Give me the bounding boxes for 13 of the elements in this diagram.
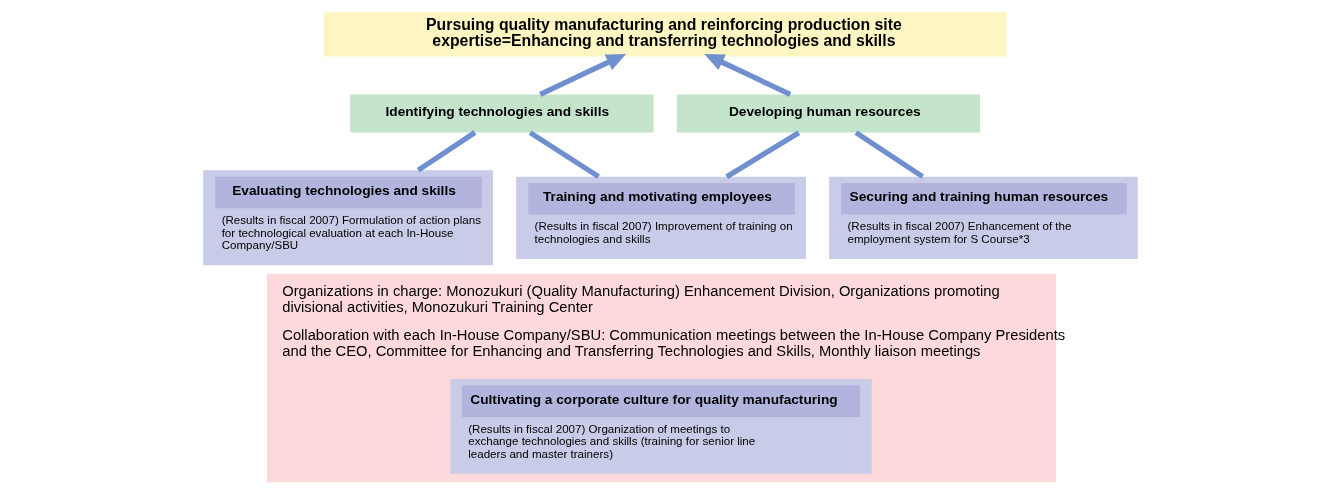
node-box: Developing human resources <box>676 94 980 133</box>
node-box: Training and motivating employees (Results in fiscal 2007) Improvement of training on technologies and skills <box>515 176 806 259</box>
node-box: Securing and training human resources (Results in fiscal 2007) Enhancement of the employment system for S Course*3 <box>828 176 1138 259</box>
node-box: Cultivating a corporate culture for quality manufacturing (Results in fiscal 2007) Organization of meetings to exchange technologies and skills (training for senior line leaders and master trainers) <box>449 379 872 474</box>
connector <box>416 130 476 173</box>
connector <box>724 130 800 179</box>
node-box: Identifying technologies and skills <box>349 94 654 133</box>
node-box: Pursuing quality manufacturing and reinforcing production site expertise=Enhancing and transferring technologies and skills <box>323 12 1007 57</box>
connector <box>528 130 600 179</box>
arrow <box>538 53 626 97</box>
node-box: Evaluating technologies and skills (Results in fiscal 2007) Formulation of action plans for technological evaluation at each In-House Company/SBU <box>202 170 493 266</box>
connector <box>854 130 924 179</box>
arrow <box>703 53 791 97</box>
